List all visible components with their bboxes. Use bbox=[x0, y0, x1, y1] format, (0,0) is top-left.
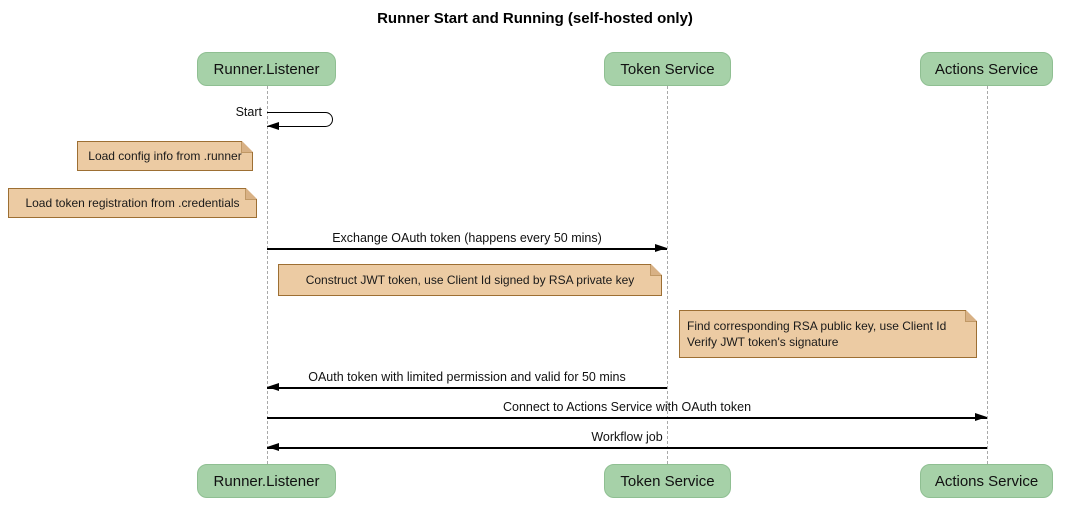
message-line bbox=[267, 387, 667, 389]
note-line: Verify JWT token's signature bbox=[687, 335, 839, 349]
message-label: OAuth token with limited permission and … bbox=[308, 370, 626, 384]
note-line: Load config info from .runner bbox=[88, 149, 242, 163]
note-line: Load token registration from .credential… bbox=[25, 196, 240, 210]
participant-bottom-token-service: Token Service bbox=[604, 464, 731, 498]
diagram-title: Runner Start and Running (self-hosted on… bbox=[377, 10, 693, 27]
arrowhead-icon bbox=[267, 121, 279, 130]
participant-bottom-actions-service: Actions Service bbox=[920, 464, 1053, 498]
message-line bbox=[267, 417, 987, 419]
note: Construct JWT token, use Client Id signe… bbox=[278, 264, 662, 296]
message-label: Connect to Actions Service with OAuth to… bbox=[502, 400, 752, 414]
lifeline-token-service bbox=[667, 86, 668, 464]
message-label: Workflow job bbox=[591, 430, 663, 444]
participant-top-runner-listener: Runner.Listener bbox=[197, 52, 336, 86]
lifeline-actions-service bbox=[987, 86, 988, 464]
message-line bbox=[267, 248, 667, 250]
arrowhead-icon bbox=[975, 413, 987, 421]
message-line bbox=[267, 447, 987, 449]
note: Load config info from .runner bbox=[77, 141, 253, 171]
note-line: Construct JWT token, use Client Id signe… bbox=[305, 273, 635, 287]
participant-top-actions-service: Actions Service bbox=[920, 52, 1053, 86]
arrowhead-icon bbox=[267, 383, 279, 391]
arrowhead-icon bbox=[655, 244, 667, 252]
note: Load token registration from .credential… bbox=[8, 188, 257, 218]
message-label: Start bbox=[235, 105, 262, 119]
self-message-arrow bbox=[267, 112, 333, 127]
lifeline-runner-listener bbox=[267, 86, 268, 464]
participant-top-token-service: Token Service bbox=[604, 52, 731, 86]
note-line: Find corresponding RSA public key, use C… bbox=[687, 319, 947, 333]
message-label: Exchange OAuth token (happens every 50 m… bbox=[332, 231, 602, 245]
participant-bottom-runner-listener: Runner.Listener bbox=[197, 464, 336, 498]
note: Find corresponding RSA public key, use C… bbox=[679, 310, 977, 358]
arrowhead-icon bbox=[267, 443, 279, 451]
